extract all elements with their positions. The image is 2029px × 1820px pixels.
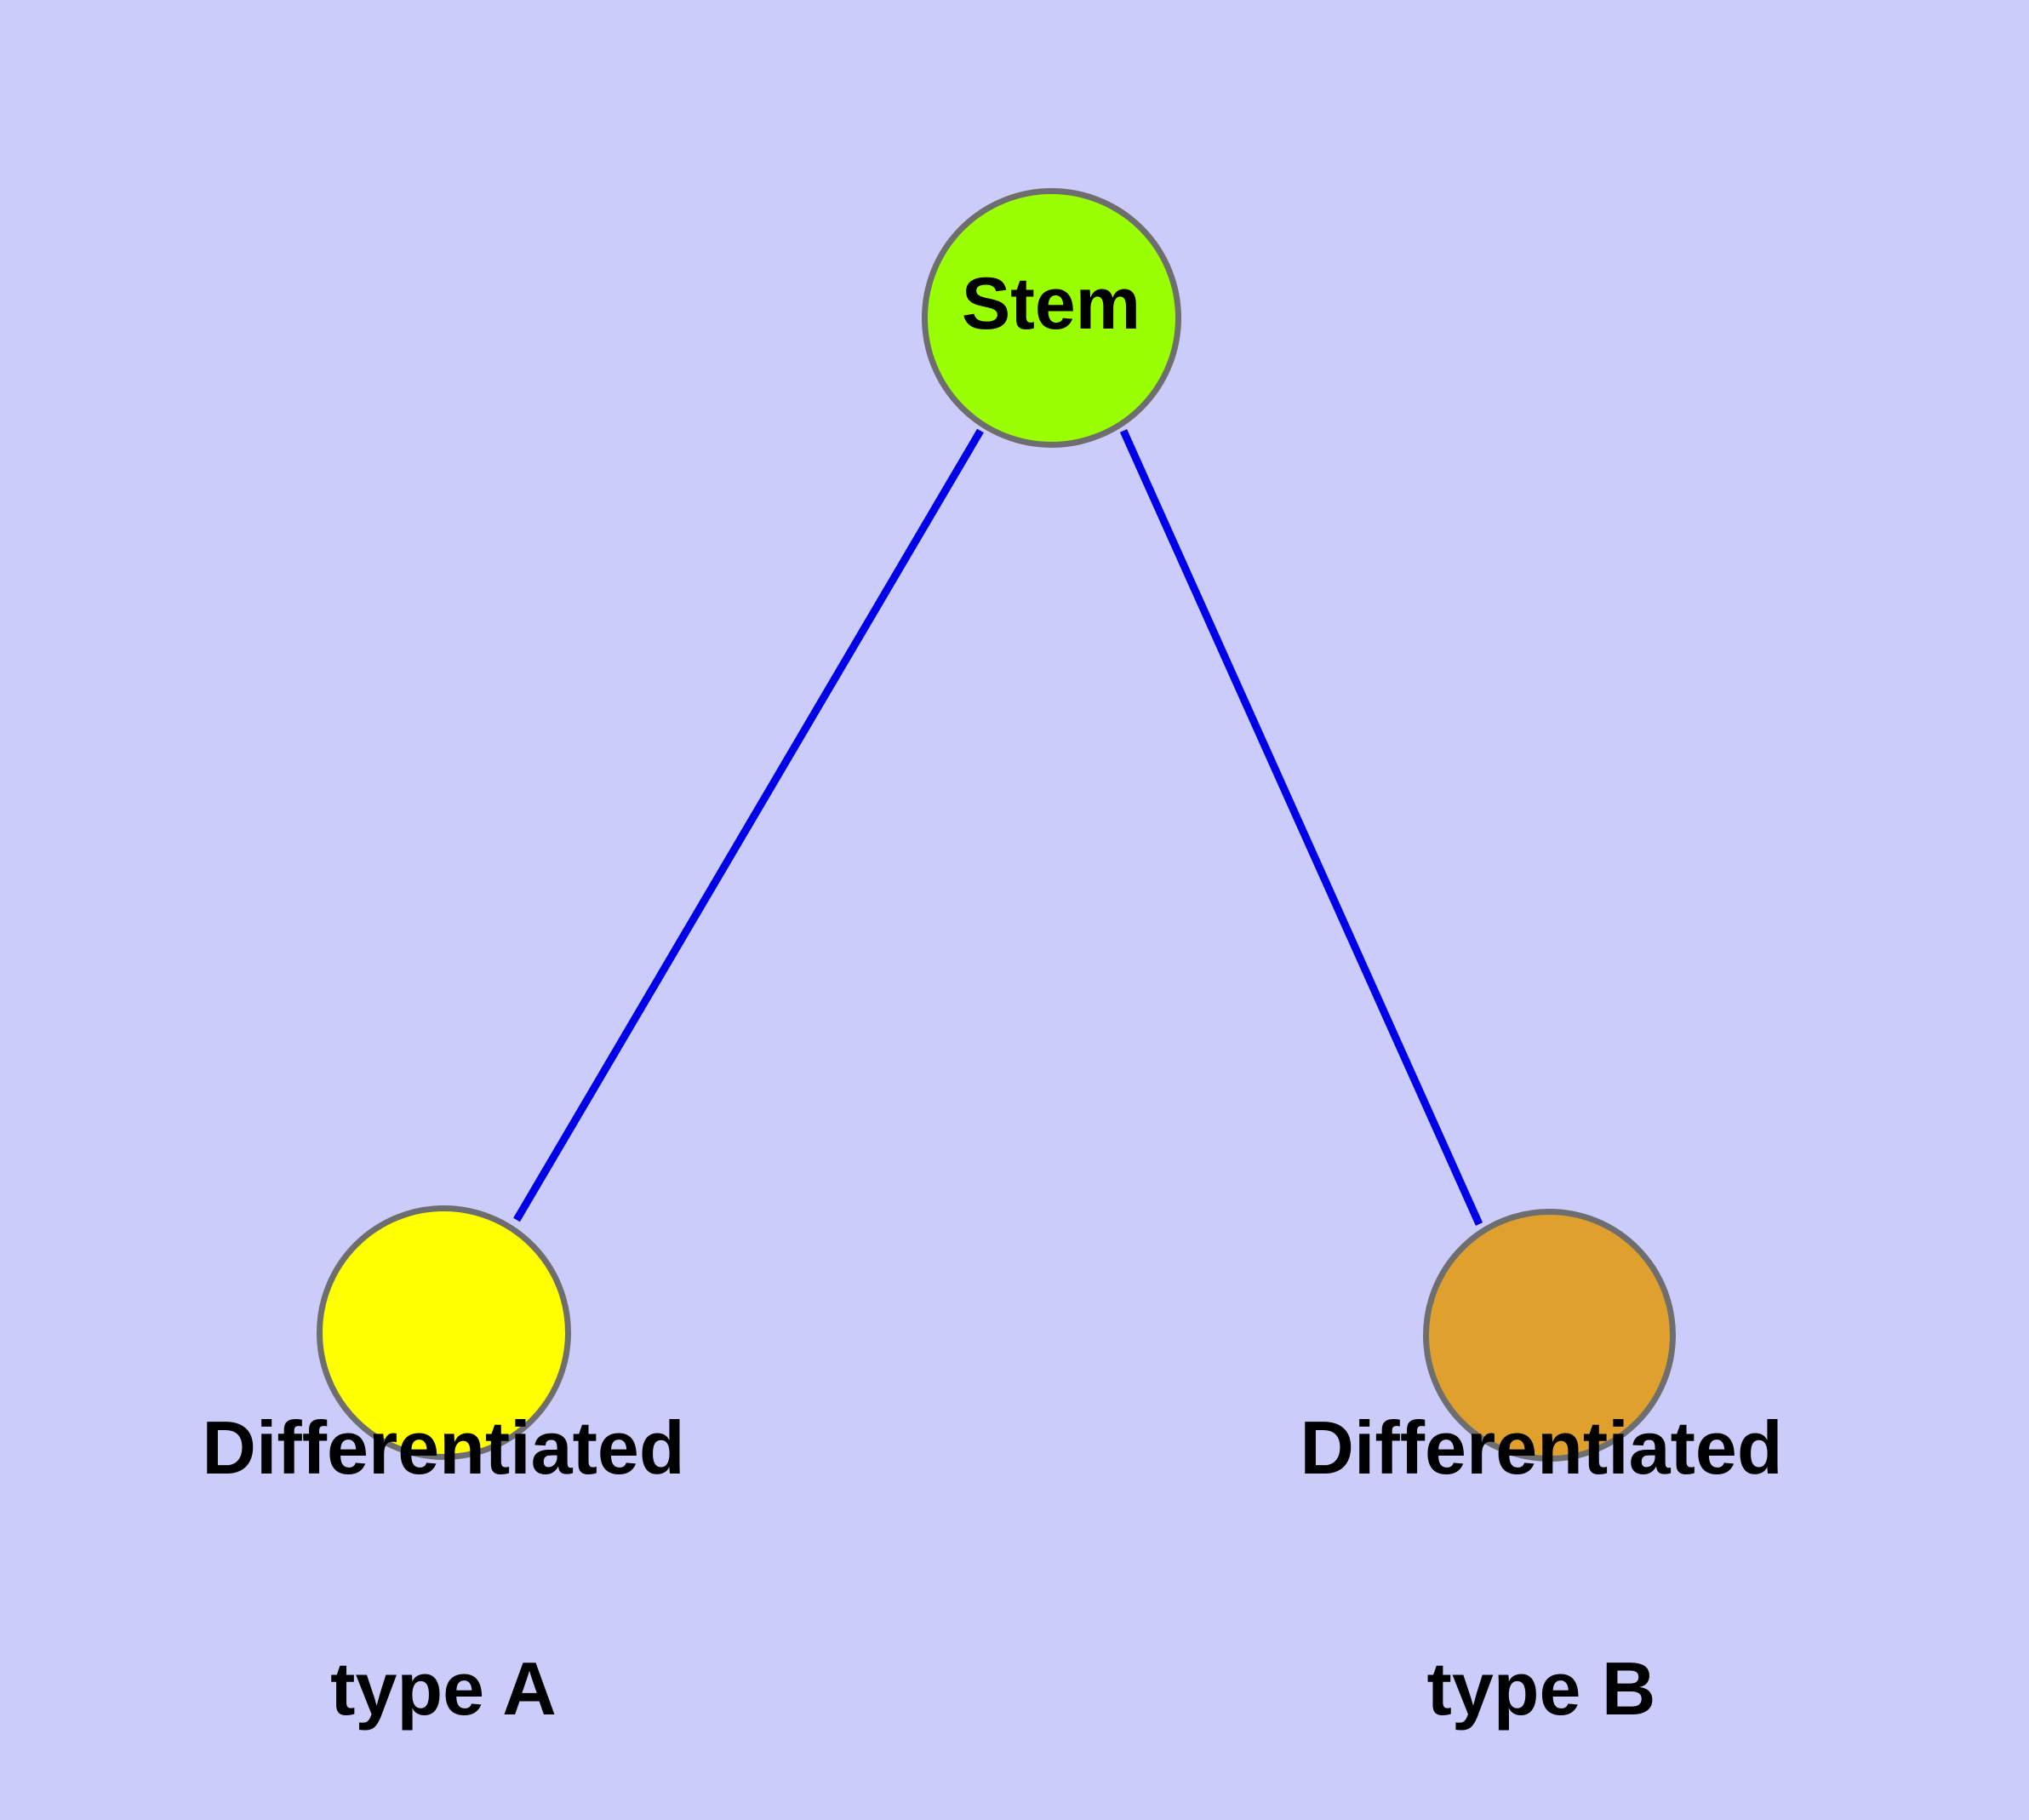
node-differentiated-type-b[interactable]	[1423, 1209, 1676, 1462]
node-stem[interactable]	[922, 188, 1181, 448]
edge-stem-to-differentiated-type-b	[1119, 429, 1483, 1226]
edge-stem-to-differentiated-type-a	[513, 428, 984, 1222]
node-differentiated-type-a[interactable]	[317, 1205, 571, 1460]
